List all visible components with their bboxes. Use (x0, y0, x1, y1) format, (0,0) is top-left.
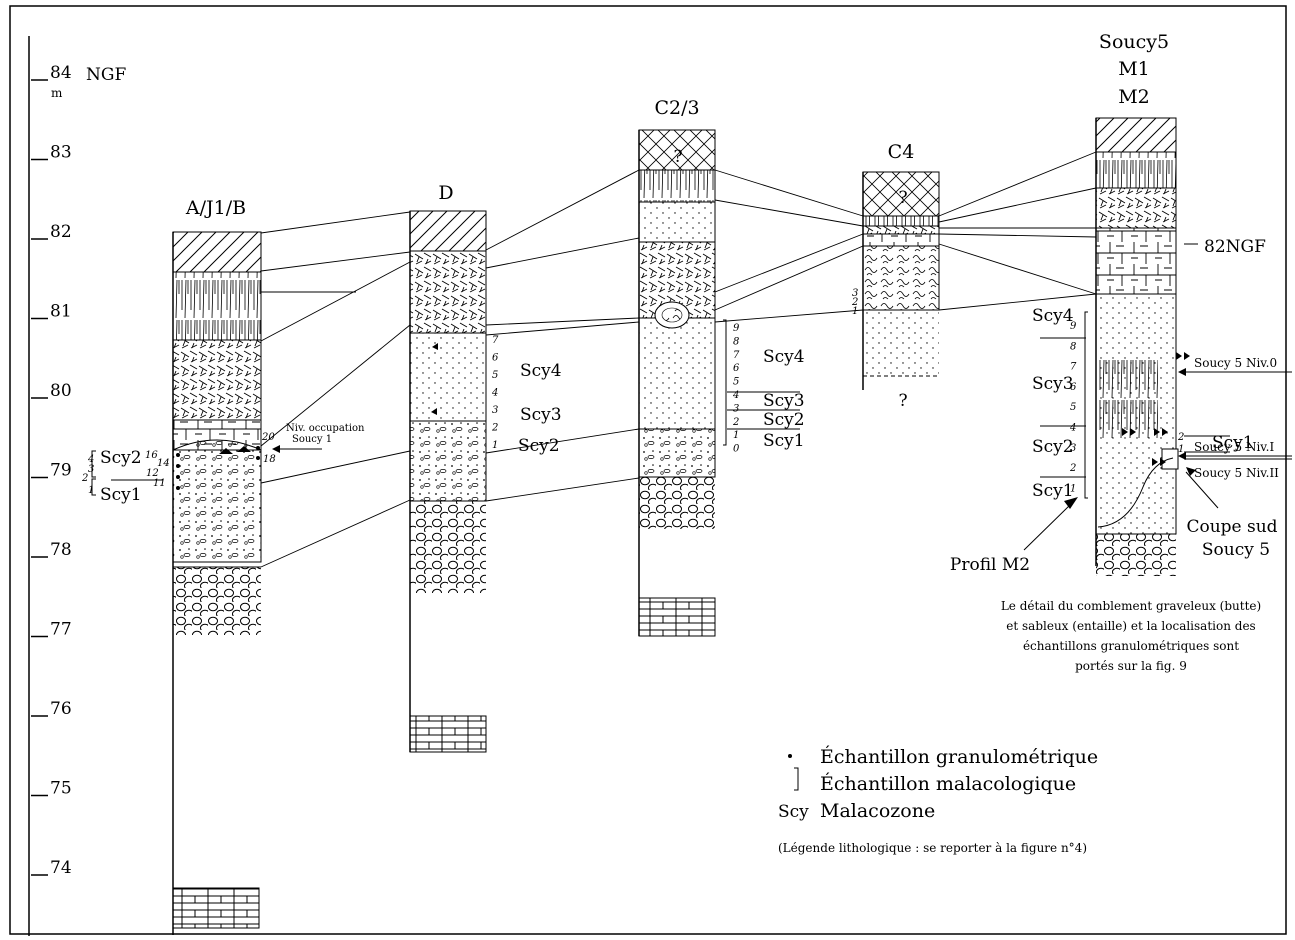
sample-label: 8 (733, 336, 739, 347)
axis-tick-label: 76 (50, 699, 72, 719)
sample-label: 0 (733, 444, 740, 455)
coupe-sud-label-2: Soucy 5 (1202, 540, 1270, 560)
sample-label: 1 (852, 306, 858, 317)
soucy5-niv0: Soucy 5 Niv.0 (1194, 356, 1277, 370)
sample-label: 2 (491, 423, 498, 434)
note-line: et sableux (entaille) et la localisation… (1006, 619, 1255, 633)
s5-zone-scy1: Scy1 (1032, 481, 1074, 501)
sample-label: 1 (88, 485, 94, 496)
column-d: D 7 6 5 4 3 2 1 Scy4 Scy3 Scy2 (410, 182, 562, 752)
soucy5-niv1: Soucy 5 Niv.I (1194, 440, 1274, 454)
axis-tick-label: 81 (50, 302, 72, 322)
axis-reference: NGF (86, 65, 126, 85)
ajb-zone-scy1: Scy1 (100, 485, 142, 505)
ngf82-label: 82NGF (1204, 237, 1266, 257)
c4-unknown-top: ? (898, 188, 907, 208)
note-block: Le détail du comblement graveleux (butte… (1001, 599, 1261, 673)
axis-tick-label: 83 (50, 143, 72, 163)
axis-tick-label: 84 (50, 63, 72, 83)
sample-label: 3 (733, 403, 739, 414)
sample-label: 9 (733, 323, 740, 334)
column-c23-title: C2/3 (654, 97, 699, 119)
s5-zone-scy4: Scy4 (1032, 306, 1074, 326)
sample-label: 2 (732, 417, 739, 428)
axis-tick-label: 75 (50, 779, 72, 799)
sample-label: 4 (491, 388, 498, 399)
sample-label: 6 (492, 353, 499, 364)
sample-label: 6 (733, 363, 740, 374)
sample-label: 5 (733, 377, 739, 388)
soucy5-niv2: Soucy 5 Niv.II (1194, 466, 1279, 480)
d-sample-labels: 7 6 5 4 3 2 1 (491, 335, 499, 451)
column-d-title: D (438, 182, 453, 204)
c4-unknown-bottom: ? (898, 391, 907, 411)
occupation-label: Soucy 1 (292, 434, 332, 445)
s5-right-sample: 2 (1177, 432, 1184, 443)
sample-label: 1 (733, 430, 739, 441)
column-soucy5-title-2: M1 (1118, 58, 1150, 80)
c23-unknown: ? (673, 147, 682, 167)
note-line: portés sur la fig. 9 (1075, 659, 1187, 673)
d-zone-scy4: Scy4 (520, 361, 562, 381)
sample-label: 4 (1069, 423, 1076, 434)
sample-label: 5 (492, 370, 498, 381)
sample-label: 14 (157, 458, 170, 469)
axis-tick-label: 80 (50, 381, 72, 401)
profil-m2-label: Profil M2 (950, 555, 1030, 575)
occupation-label: Niv. occupation (286, 423, 365, 434)
c23-zone-scy3: Scy3 (763, 391, 805, 411)
axis-tick-label: 77 (50, 620, 72, 640)
c23-zone-scy1: Scy1 (763, 431, 805, 451)
c23-zone-scy4: Scy4 (763, 347, 805, 367)
c23-zone-scy2: Scy2 (763, 410, 805, 430)
axis-tick-label: 82 (50, 222, 72, 242)
d-zone-scy3: Scy3 (520, 405, 562, 425)
sample-label: 7 (1070, 362, 1077, 373)
ajb-zone-scy2: Scy2 (100, 448, 142, 468)
sample-label: 20 (261, 432, 275, 443)
sample-label: 7 (492, 335, 499, 346)
sample-label: 11 (153, 478, 166, 489)
sample-label: 8 (1070, 341, 1076, 352)
sample-label: 2 (81, 473, 88, 484)
legend-dot-label: Échantillon granulométrique (820, 745, 1098, 768)
legend-bracket-label: Échantillon malacologique (820, 772, 1076, 795)
d-zone-scy2: Scy2 (518, 436, 560, 456)
column-soucy5-title-1: Soucy5 (1099, 31, 1169, 53)
axis-tick-label: 78 (50, 540, 72, 560)
sample-label: 7 (733, 350, 740, 361)
s5-zone-scy2: Scy2 (1032, 437, 1074, 457)
column-soucy5-title-3: M2 (1118, 86, 1150, 108)
sample-label: 5 (1070, 402, 1076, 413)
sample-label: 3 (492, 405, 498, 416)
coupe-sud-label: Coupe sud (1186, 517, 1277, 537)
sample-label: 18 (263, 454, 276, 465)
c4-sample-labels: 321 (851, 288, 858, 317)
legend: Échantillon granulométrique Échantillon … (778, 745, 1098, 855)
s5-zone-scy3: Scy3 (1032, 374, 1074, 394)
axis-ticks: 84 83 82 81 80 79 78 77 76 75 74 (31, 63, 72, 878)
axis-unit: m (51, 86, 63, 100)
column-ajb: A/J1/B 4 3 2 1 Scy2 Scy1 16 14 12 11 20 … (81, 197, 365, 935)
note-line: échantillons granulométriques sont (1023, 639, 1239, 653)
sample-label: 3 (88, 464, 94, 475)
legend-scy-label: Malacozone (820, 800, 935, 822)
note-line: Le détail du comblement graveleux (butte… (1001, 599, 1261, 613)
column-c4: C4 ? ? 321 (851, 141, 939, 411)
legend-scy-symbol: Scy (778, 802, 809, 822)
sample-label: 1 (492, 440, 498, 451)
column-ajb-title: A/J1/B (185, 197, 246, 219)
column-c4-title: C4 (888, 141, 915, 163)
legend-lithology-note: (Légende lithologique : se reporter à la… (778, 841, 1087, 855)
axis-tick-label: 74 (50, 858, 72, 878)
sample-label: 2 (1069, 463, 1076, 474)
axis-tick-label: 79 (50, 461, 72, 481)
